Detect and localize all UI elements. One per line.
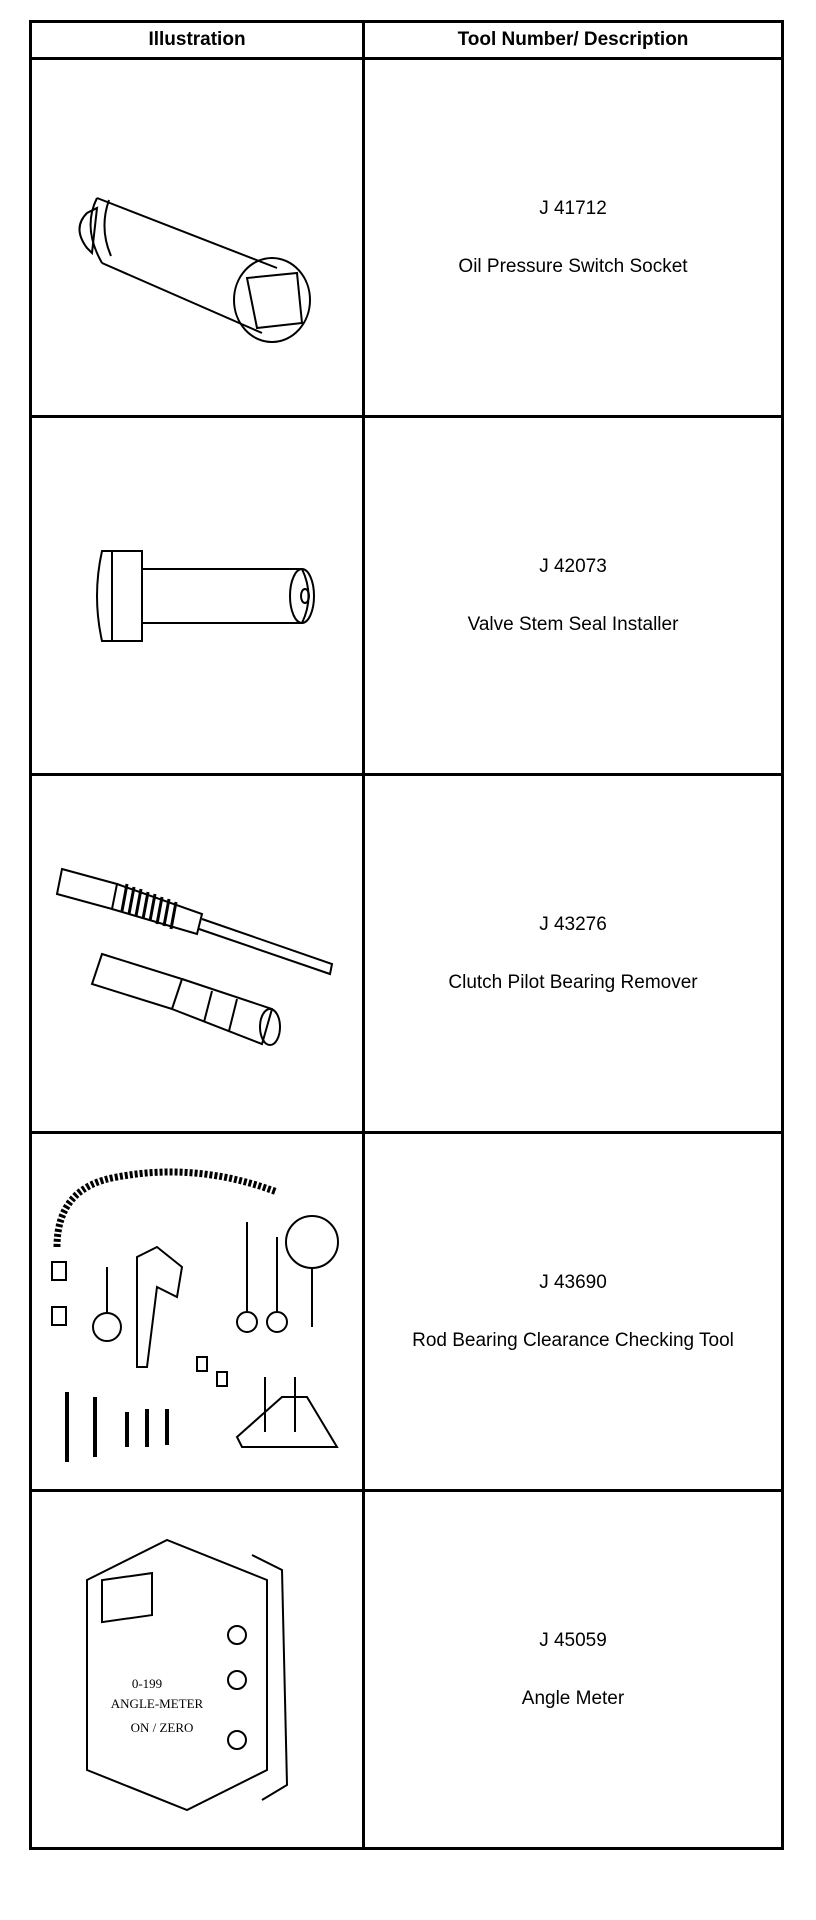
illustration-header: Illustration [29, 20, 365, 60]
tool-description-cell: J 43690 Rod Bearing Clearance Checking T… [362, 1131, 784, 1492]
illustration-cell [29, 1131, 365, 1492]
tool-table: Illustration Tool Number/ Description [29, 20, 784, 1850]
illustration-cell [29, 57, 365, 418]
tool-description-cell: J 43276 Clutch Pilot Bearing Remover [362, 773, 784, 1134]
tool-name: Clutch Pilot Bearing Remover [448, 971, 698, 993]
table-row: J 43690 Rod Bearing Clearance Checking T… [29, 1131, 784, 1492]
tool-number: J 43276 [539, 913, 607, 935]
table-row: J 41712 Oil Pressure Switch Socket [29, 57, 784, 418]
tool-name: Oil Pressure Switch Socket [458, 255, 688, 277]
illustration-cell: 0-199 ANGLE-METER ON / ZERO [29, 1489, 365, 1850]
valve-installer-icon [96, 549, 315, 642]
bearing-remover-icon [55, 867, 334, 1046]
illustration-cell [29, 773, 365, 1134]
tool-description-cell: J 41712 Oil Pressure Switch Socket [362, 57, 784, 418]
tool-name: Valve Stem Seal Installer [467, 613, 679, 635]
tool-description-cell: J 42073 Valve Stem Seal Installer [362, 415, 784, 776]
table-row: J 43276 Clutch Pilot Bearing Remover [29, 773, 784, 1134]
tool-name: Rod Bearing Clearance Checking Tool [412, 1329, 734, 1351]
table-row: 0-199 ANGLE-METER ON / ZERO J 45059 Angl… [29, 1489, 784, 1850]
tool-header: Tool Number/ Description [362, 20, 784, 60]
illustration-cell [29, 415, 365, 776]
tool-number: J 41712 [539, 197, 607, 219]
device-range-label: 0-199 [132, 1676, 162, 1691]
tool-number: J 45059 [539, 1629, 607, 1651]
header-row: Illustration Tool Number/ Description [29, 20, 784, 60]
tool-number: J 42073 [539, 555, 607, 577]
device-name-label: ANGLE-METER [111, 1696, 204, 1711]
device-button-label: ON / ZERO [131, 1720, 194, 1735]
table-row: J 42073 Valve Stem Seal Installer [29, 415, 784, 776]
tool-number: J 43690 [539, 1271, 607, 1293]
angle-meter-icon: 0-199 ANGLE-METER ON / ZERO [86, 1538, 289, 1811]
tool-description-cell: J 45059 Angle Meter [362, 1489, 784, 1850]
tool-name: Angle Meter [521, 1687, 625, 1709]
dial-indicator-kit-icon [51, 1168, 339, 1462]
socket-icon [78, 196, 311, 343]
